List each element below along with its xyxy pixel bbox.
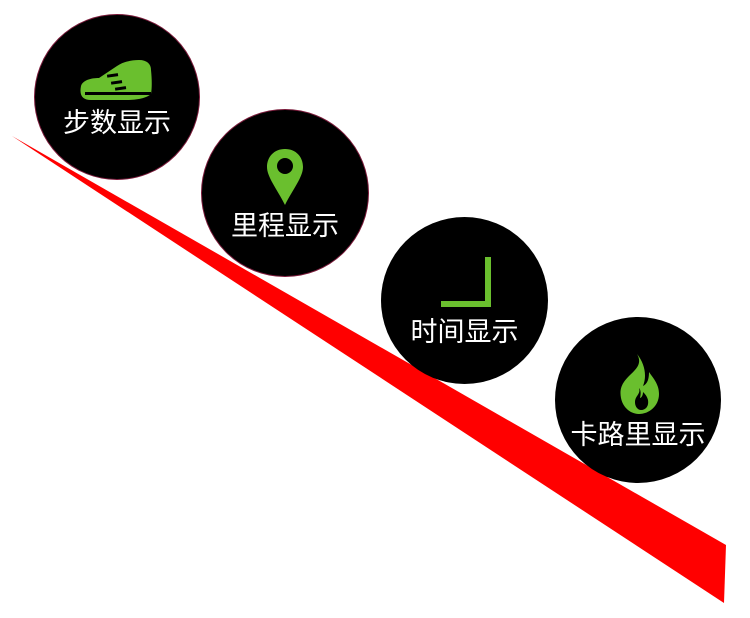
- stripe-shape: [12, 136, 726, 603]
- feature-calories: 卡路里显示: [555, 317, 721, 483]
- clock-hands-icon: [440, 257, 491, 307]
- flame-icon: [620, 353, 659, 414]
- feature-time-label: 时间显示: [410, 317, 519, 348]
- map-pin-icon: [267, 148, 303, 205]
- feature-time: 时间显示: [381, 217, 548, 384]
- sneaker-icon: [80, 59, 152, 100]
- feature-steps-label: 步数显示: [63, 107, 171, 139]
- feature-steps: 步数显示: [34, 14, 200, 180]
- feature-distance-label: 里程显示: [231, 210, 339, 242]
- feature-calories-label: 卡路里显示: [570, 419, 706, 451]
- feature-distance: 里程显示: [201, 109, 369, 277]
